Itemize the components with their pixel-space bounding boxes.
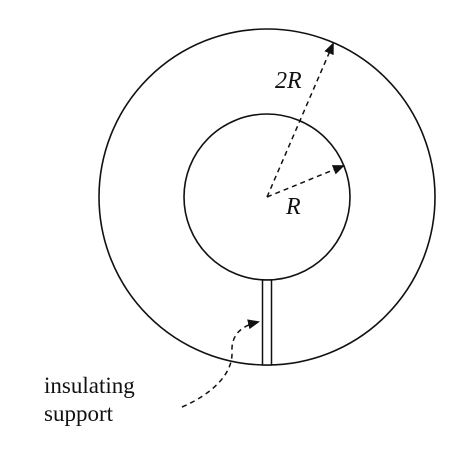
- inner-radius-label: R: [285, 194, 301, 220]
- outer-radius-arrow: [266, 42, 334, 198]
- support-label-line1: insulating: [44, 373, 135, 398]
- insulating-support-rod: [261, 279, 273, 366]
- outer-radius-label: 2R: [275, 68, 302, 94]
- support-label-line2: support: [44, 401, 114, 426]
- inner-radius-arrow: [266, 165, 345, 198]
